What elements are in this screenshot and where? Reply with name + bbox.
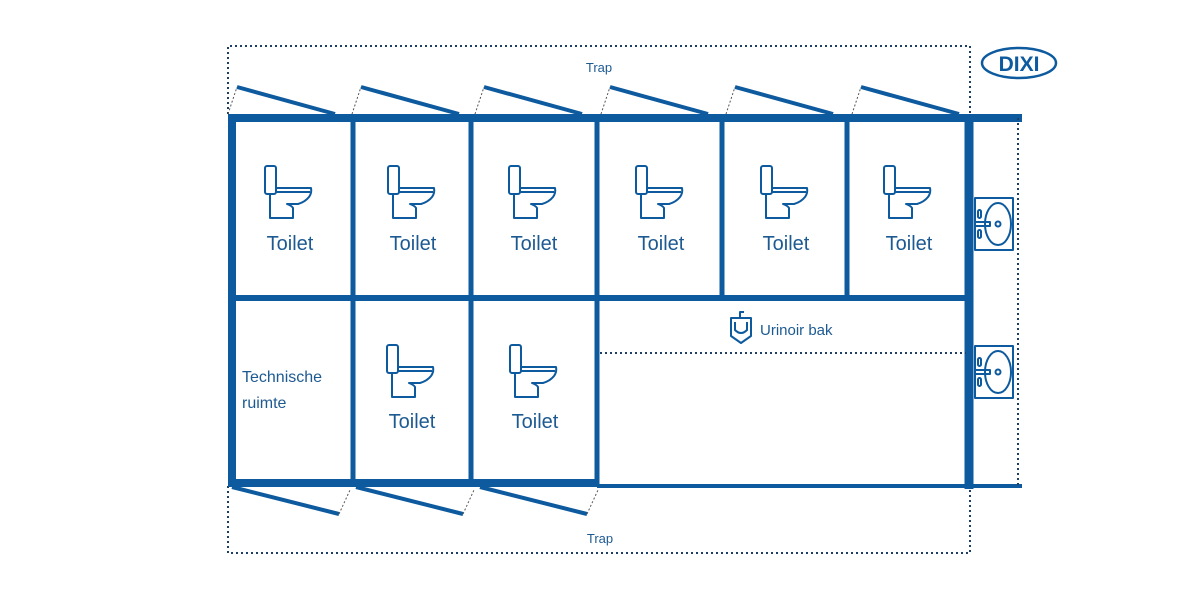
toilet-icon [387,165,436,219]
toilet-cabin[interactable]: Toilet [760,165,810,255]
toilet-icon [264,165,313,219]
door[interactable] [725,85,834,116]
room-label: Toilet [512,411,559,433]
door[interactable] [851,85,960,116]
urinal-label: Urinoir bak [760,322,833,339]
toilet-icon [760,165,809,219]
technical-room-line2: ruimte [242,395,287,412]
sink-icon [974,197,1014,251]
room-label: Toilet [886,233,933,255]
toilet-icon [883,165,932,219]
toilet-cabin[interactable]: Toilet [386,344,436,433]
trap-bottom-label: Trap [587,531,613,546]
room-label: Toilet [390,233,437,255]
room-label: Toilet [389,411,436,433]
toilet-icon [508,165,557,219]
technical-room-line1: Technische [242,369,322,386]
urinal-icon [730,311,752,344]
room-label: Toilet [267,233,314,255]
toilet-cabin[interactable]: Toilet [508,165,558,255]
dixi-logo: DIXI [980,46,1058,80]
technical-room[interactable]: Technische ruimte [242,369,322,412]
urinal[interactable]: Urinoir bak [730,311,833,344]
door[interactable] [351,85,460,116]
door[interactable] [231,485,351,516]
toilet-cabin[interactable]: Toilet [509,344,559,433]
door[interactable] [479,485,599,516]
toilet-cabin[interactable]: Toilet [264,165,314,255]
door[interactable] [600,85,709,116]
top-doors [227,85,960,116]
room-label: Toilet [763,233,810,255]
toilet-cabin[interactable]: Toilet [635,165,685,255]
logo-text: DIXI [999,53,1040,76]
trap-top-outline [227,45,971,114]
toilet-icon [635,165,684,219]
bottom-doors [231,485,599,516]
toilet-cabin[interactable]: Toilet [387,165,437,255]
door[interactable] [227,85,336,116]
room-label: Toilet [638,233,685,255]
walls [228,114,1022,489]
door[interactable] [474,85,583,116]
door[interactable] [355,485,475,516]
trap-top-label: Trap [586,60,612,75]
toilet-cabin[interactable]: Toilet [883,165,933,255]
room-label: Toilet [511,233,558,255]
sink-icon [974,345,1014,399]
toilet-icon [386,344,435,398]
toilet-icon [509,344,558,398]
